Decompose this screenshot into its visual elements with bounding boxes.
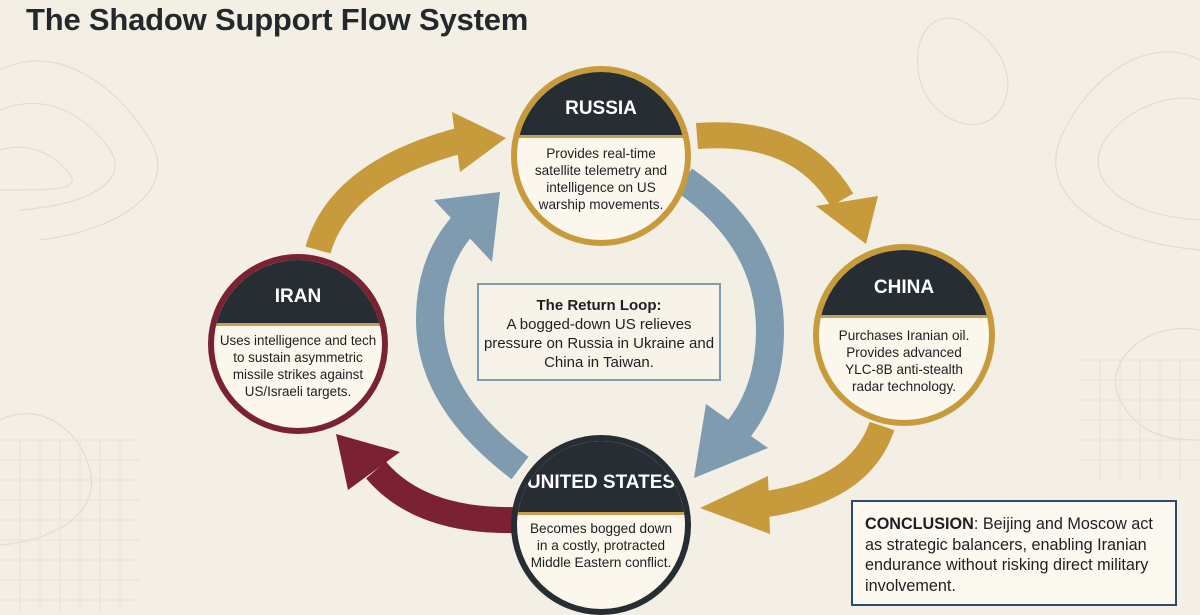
- return-loop-title: The Return Loop:: [536, 297, 662, 314]
- arrow-russia-to-china: [695, 122, 878, 244]
- node-russia-text: Provides real-time satellite telemetry a…: [534, 146, 668, 212]
- arrow-china-to-us: [700, 421, 895, 534]
- arrow-iran-to-russia: [305, 112, 506, 254]
- node-iran-text: Uses intelligence and tech to sustain as…: [219, 333, 377, 399]
- arrow-us-to-russia: [415, 192, 529, 480]
- arrow-russia-to-us: [675, 168, 785, 478]
- return-loop-text: A bogged-down US relieves pressure on Ru…: [483, 316, 715, 371]
- node-china: CHINA Purchases Iranian oil. Provides ad…: [813, 244, 995, 426]
- node-united-states: UNITED STATES Becomes bogged down in a c…: [511, 435, 691, 615]
- node-russia: RUSSIA Provides real-time satellite tele…: [511, 66, 691, 246]
- conclusion-text: : Beijing and Moscow act as strategic ba…: [865, 515, 1153, 595]
- node-china-text: Purchases Iranian oil. Provides advanced…: [838, 328, 970, 394]
- conclusion-label: CONCLUSION: [865, 515, 974, 533]
- node-united-states-text: Becomes bogged down in a costly, protrac…: [529, 521, 673, 570]
- return-loop-box: The Return Loop: A bogged-down US reliev…: [477, 283, 721, 381]
- page-title: The Shadow Support Flow System: [26, 2, 529, 37]
- arrow-us-to-iran: [336, 434, 517, 534]
- node-iran: IRAN Uses intelligence and tech to susta…: [208, 254, 388, 434]
- conclusion-box: CONCLUSION: Beijing and Moscow act as st…: [851, 500, 1177, 606]
